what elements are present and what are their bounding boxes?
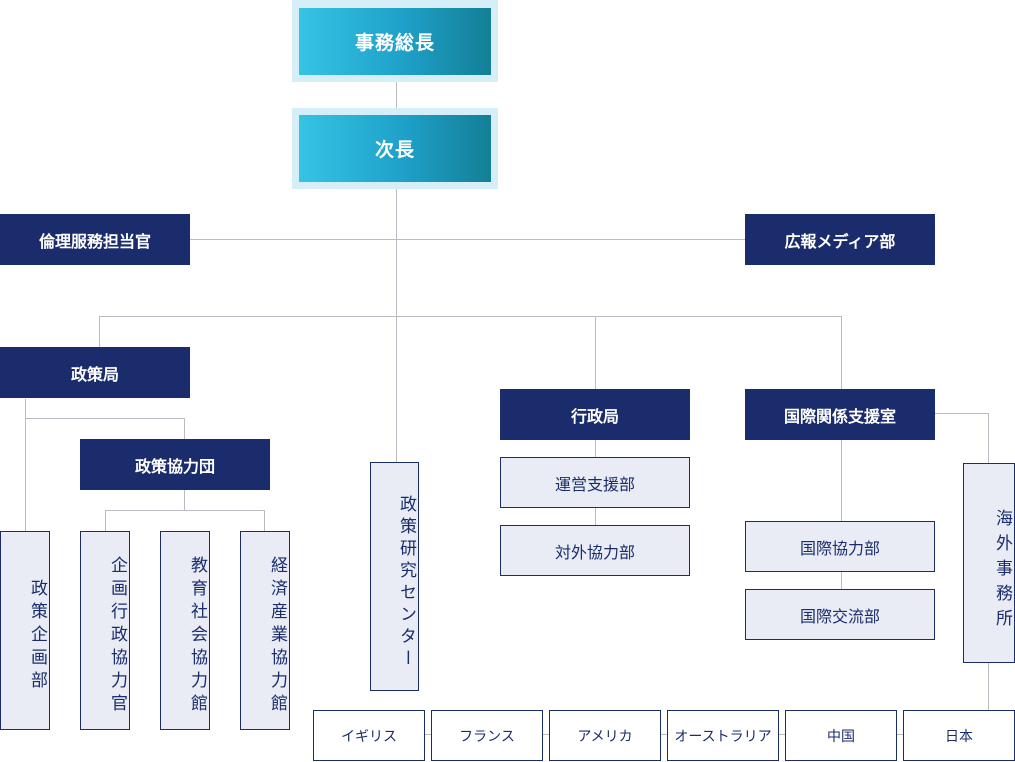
connector-line: [184, 490, 185, 510]
ethics-officer-box: 倫理服務担当官: [0, 214, 190, 265]
country-box-usa: アメリカ: [549, 710, 661, 761]
connector-line: [396, 82, 397, 108]
operations-support-department-box: 運営支援部: [500, 457, 690, 508]
connector-line: [841, 440, 842, 590]
connector-line: [99, 316, 100, 347]
media-department-box: 広報メディア部: [745, 214, 935, 265]
secretary-general-box: 事務総長: [299, 8, 491, 75]
policy-bureau-box: 政策局: [0, 347, 190, 398]
country-box-uk: イギリス: [313, 710, 425, 761]
policy-planning-department-box: 政策企画部: [0, 531, 50, 730]
international-office-box: 国際関係支援室: [745, 389, 935, 440]
connector-line: [988, 662, 989, 710]
policy-research-center-box: 政策研究センター: [370, 462, 419, 691]
cooperation-unit-box-2: 教育社会協力館: [160, 531, 210, 730]
policy-cooperation-group-box: 政策協力団: [80, 439, 270, 490]
connector-line: [25, 399, 26, 531]
country-box-australia: オーストラリア: [667, 710, 779, 761]
connector-line: [595, 316, 596, 389]
administration-bureau-box: 行政局: [500, 389, 690, 440]
connector-line: [935, 413, 989, 414]
country-box-china: 中国: [785, 710, 897, 761]
connector-line: [425, 734, 903, 735]
connector-line: [396, 189, 397, 462]
overseas-offices-box: 海外事務所: [963, 463, 1015, 663]
cooperation-unit-box-1: 企画行政協力官: [80, 531, 130, 730]
connector-line: [25, 418, 185, 419]
connector-line: [190, 239, 745, 240]
country-box-japan: 日本: [903, 710, 1015, 761]
international-exchange-department-box: 国際交流部: [745, 589, 935, 640]
connector-line: [99, 316, 842, 317]
country-box-france: フランス: [431, 710, 543, 761]
deputy-box: 次長: [299, 115, 491, 182]
connector-line: [105, 510, 106, 531]
connector-line: [988, 413, 989, 463]
connector-line: [841, 316, 842, 389]
connector-line: [105, 510, 265, 511]
cooperation-unit-box-3: 経済産業協力館: [240, 531, 290, 730]
connector-line: [184, 418, 185, 439]
external-cooperation-department-box: 対外協力部: [500, 525, 690, 576]
connector-line: [264, 510, 265, 531]
international-cooperation-department-box: 国際協力部: [745, 521, 935, 572]
